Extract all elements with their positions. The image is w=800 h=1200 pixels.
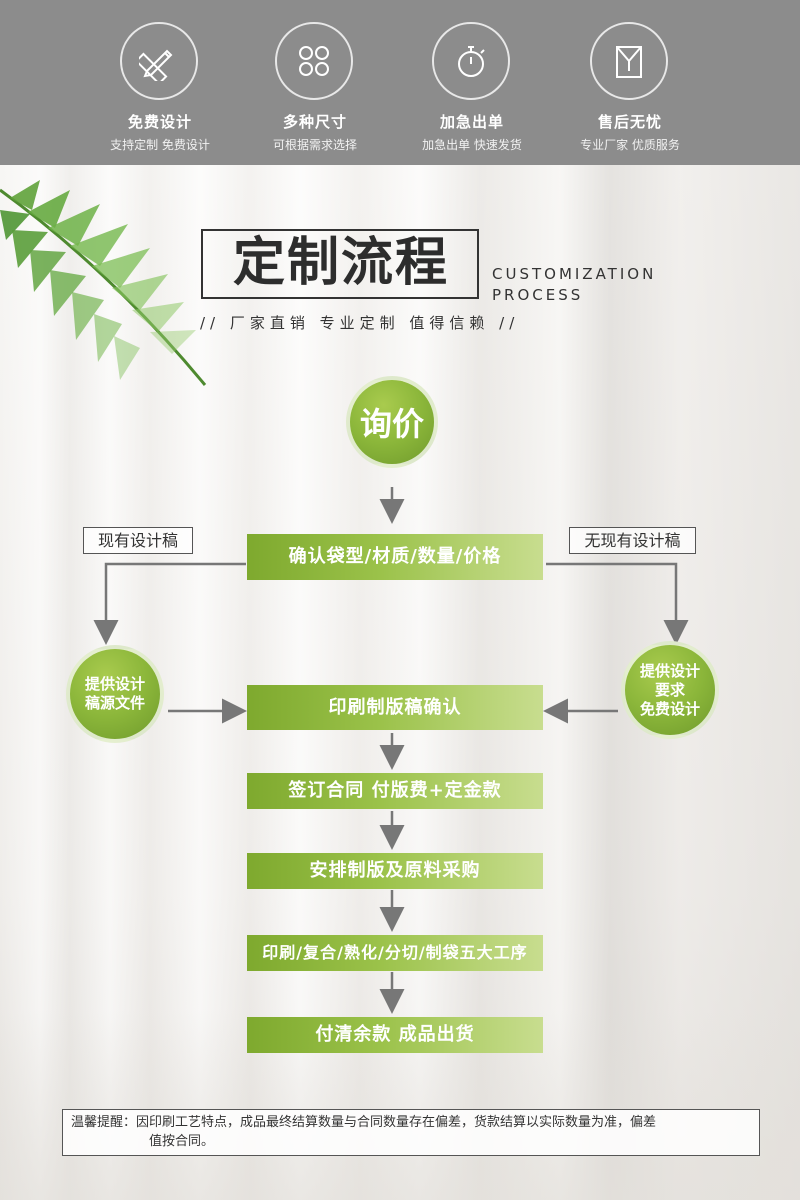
branch-label-none: 无现有设计稿 <box>569 527 696 554</box>
feature-sizes: 多种尺寸 可根据需求选择 <box>235 0 395 165</box>
note-line2: 值按合同。 <box>149 1134 215 1149</box>
shopping-bag-icon <box>590 22 668 100</box>
step-proof-confirm: 印刷制版稿确认 <box>247 685 543 730</box>
four-circles-icon <box>275 22 353 100</box>
note-line1: 温馨提醒：因印刷工艺特点，成品最终结算数量与合同数量存在偏差，货款结算以实际数量… <box>71 1115 657 1130</box>
feature-title: 免费设计 <box>127 113 192 131</box>
node-line: 稿源文件 <box>84 694 145 712</box>
palm-leaf-decoration <box>0 180 207 386</box>
step-production: 印刷/复合/熟化/分切/制袋五大工序 <box>247 935 543 971</box>
step-inquiry: 询价 <box>346 376 438 468</box>
feature-subtitle: 支持定制 免费设计 <box>110 138 210 152</box>
page-title: 定制流程 <box>232 232 449 293</box>
stopwatch-icon <box>432 22 510 100</box>
step-sign-contract: 签订合同 付版费+定金款 <box>247 773 543 809</box>
reminder-note: 温馨提醒：因印刷工艺特点，成品最终结算数量与合同数量存在偏差，货款结算以实际数量… <box>62 1109 760 1156</box>
step-free-design: 提供设计 要求 免费设计 <box>621 641 719 739</box>
feature-subtitle: 专业厂家 优质服务 <box>580 138 680 152</box>
feature-subtitle: 加急出单 快速发货 <box>422 138 522 152</box>
tagline: // 厂家直销 专业定制 值得信赖 // <box>200 314 520 332</box>
step-pay-ship: 付清余款 成品出货 <box>247 1017 543 1053</box>
feature-title: 售后无忧 <box>597 113 662 131</box>
branch-label-existing: 现有设计稿 <box>83 527 193 554</box>
node-line: 要求 <box>654 680 685 699</box>
arrow-right-branch <box>546 562 689 645</box>
node-line: 免费设计 <box>639 699 700 718</box>
feature-express: 加急出单 加急出单 快速发货 <box>392 0 552 165</box>
step-plate-materials: 安排制版及原料采购 <box>247 853 543 889</box>
step-provide-source-file: 提供设计 稿源文件 <box>66 645 164 743</box>
step-confirm-specs: 确认袋型/材质/数量/价格 <box>247 534 543 580</box>
feature-bar: 免费设计 支持定制 免费设计 多种尺寸 可根据需求选择 加急出单 加急出单 快速… <box>0 0 800 165</box>
node-line: 提供设计 <box>84 675 145 693</box>
title-frame <box>201 229 479 299</box>
feature-after-sales: 售后无忧 专业厂家 优质服务 <box>550 0 710 165</box>
pencil-ruler-icon <box>120 22 198 100</box>
title-english-line1: CUSTOMIZATION <box>492 265 657 283</box>
arrow-left-branch <box>93 562 246 645</box>
title-english: CUSTOMIZATION PROCESS <box>492 264 656 306</box>
feature-subtitle: 可根据需求选择 <box>272 138 357 152</box>
node-line: 提供设计 <box>639 661 700 680</box>
feature-title: 多种尺寸 <box>282 113 347 131</box>
feature-title: 加急出单 <box>439 113 504 131</box>
title-english-line2: PROCESS <box>492 286 584 304</box>
feature-free-design: 免费设计 支持定制 免费设计 <box>80 0 240 165</box>
